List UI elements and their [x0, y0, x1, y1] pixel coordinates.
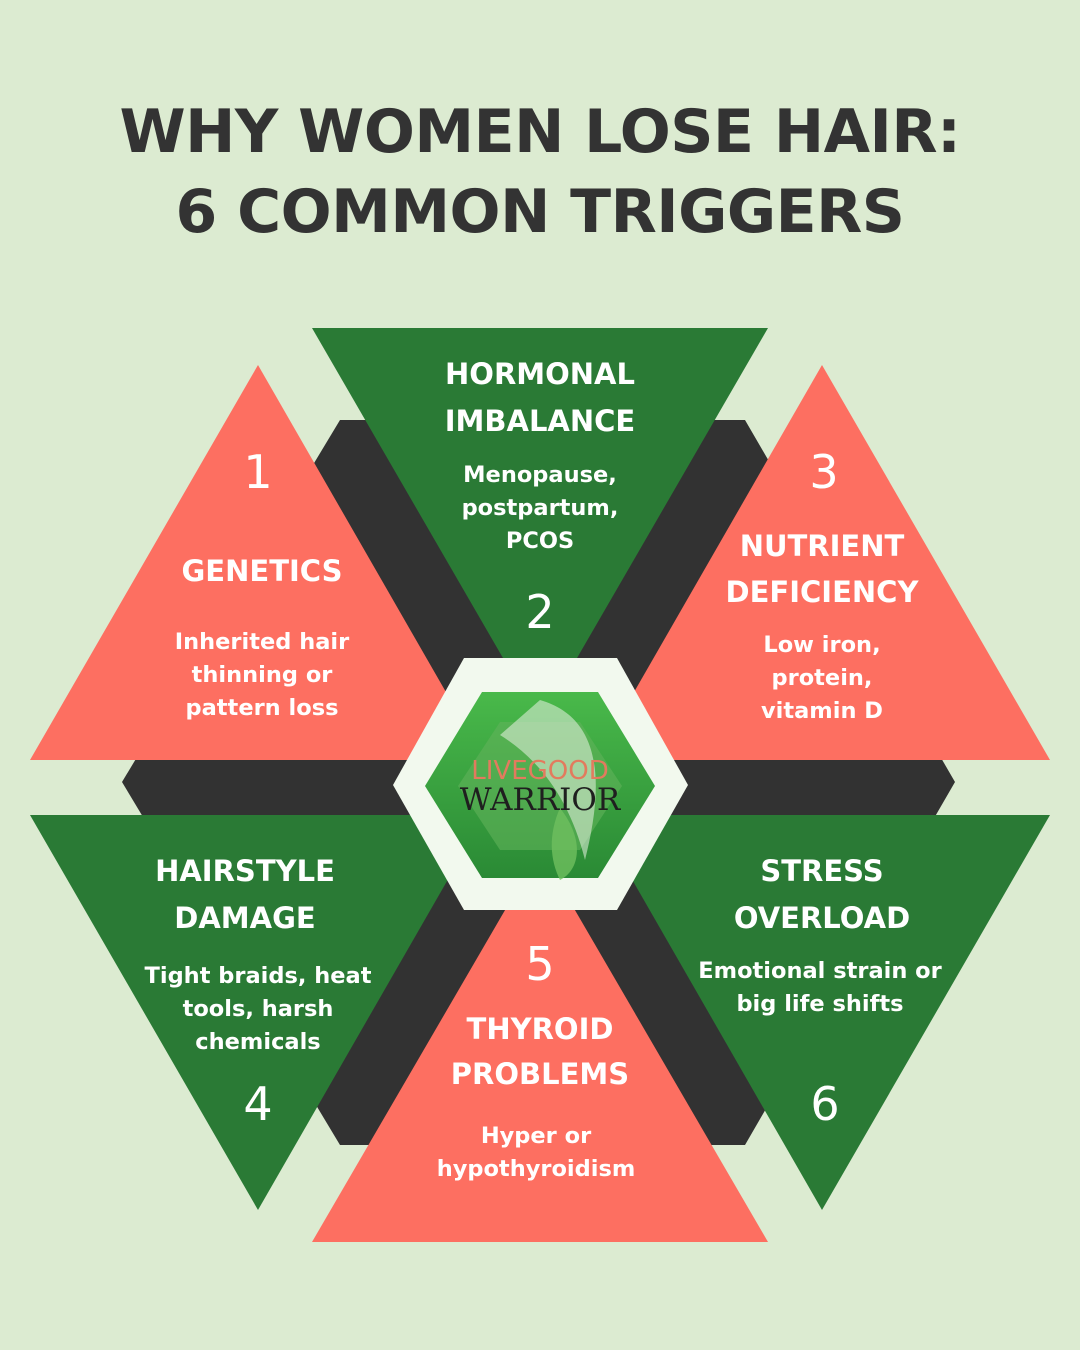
trigger-3-description-line-1: Low iron,: [763, 632, 880, 658]
logo-text-livegood: LIVEGOOD: [471, 756, 608, 786]
triangle-hairstyle-damage: [30, 815, 485, 1210]
triangle-nutrient-deficiency: [595, 365, 1050, 760]
trigger-5-number: 5: [525, 937, 554, 991]
logo-text-warrior: WARRIOR: [460, 782, 622, 818]
trigger-4-description-line-1: Tight braids, heat: [145, 963, 372, 989]
trigger-hormonal-imbalance: HORMONAL IMBALANCE Menopause, postpartum…: [445, 357, 635, 639]
trigger-5-description-line-2: hypothyroidism: [437, 1156, 636, 1182]
trigger-3-heading-line-1: NUTRIENT: [740, 529, 905, 563]
trigger-genetics: 1 GENETICS Inherited hair thinning or pa…: [175, 445, 350, 721]
trigger-hairstyle-damage: HAIRSTYLE DAMAGE Tight braids, heat tool…: [145, 854, 372, 1131]
trigger-4-heading-line-2: DAMAGE: [174, 901, 315, 935]
trigger-2-heading-line-1: HORMONAL: [445, 357, 635, 391]
trigger-2-number: 2: [525, 585, 554, 639]
trigger-1-description-line-1: Inherited hair: [175, 629, 350, 655]
triangle-thyroid-problems: [312, 850, 768, 1242]
trigger-4-description-line-3: chemicals: [195, 1029, 320, 1055]
title-line-2: 6 COMMON TRIGGERS: [175, 177, 905, 247]
leaf-icon: [500, 700, 596, 880]
triangle-hormonal-imbalance: [312, 328, 768, 722]
trigger-thyroid-problems: 5 THYROID PROBLEMS Hyper or hypothyroidi…: [437, 937, 636, 1182]
triangle-stress-overload: [595, 815, 1050, 1210]
trigger-6-description-line-1: Emotional strain or: [698, 958, 942, 984]
trigger-2-description-line-2: postpartum,: [462, 495, 619, 521]
trigger-1-description-line-3: pattern loss: [186, 695, 339, 721]
trigger-2-heading-line-2: IMBALANCE: [445, 404, 635, 438]
trigger-2-description-line-1: Menopause,: [463, 462, 617, 488]
trigger-3-description-line-2: protein,: [772, 665, 873, 691]
trigger-6-heading-line-1: STRESS: [760, 854, 883, 888]
trigger-6-description-line-2: big life shifts: [736, 991, 903, 1017]
trigger-3-number: 3: [809, 445, 838, 499]
trigger-nutrient-deficiency: 3 NUTRIENT DEFICIENCY Low iron, protein,…: [726, 445, 920, 724]
trigger-stress-overload: STRESS OVERLOAD Emotional strain or big …: [698, 854, 942, 1131]
trigger-4-heading-line-1: HAIRSTYLE: [155, 854, 335, 888]
trigger-1-number: 1: [243, 445, 272, 499]
trigger-4-number: 4: [243, 1077, 272, 1131]
trigger-3-description-line-3: vitamin D: [761, 698, 883, 724]
trigger-1-description-line-2: thinning or: [192, 662, 334, 688]
trigger-2-description-line-3: PCOS: [506, 528, 574, 554]
title-line-1: WHY WOMEN LOSE HAIR:: [119, 97, 961, 167]
trigger-5-description-line-1: Hyper or: [481, 1123, 592, 1149]
triangle-genetics: [30, 365, 485, 760]
trigger-5-heading-line-2: PROBLEMS: [451, 1057, 629, 1091]
trigger-1-heading: GENETICS: [182, 554, 343, 588]
trigger-6-number: 6: [810, 1077, 839, 1131]
trigger-4-description-line-2: tools, harsh: [183, 996, 334, 1022]
page-title: WHY WOMEN LOSE HAIR: 6 COMMON TRIGGERS: [0, 92, 1080, 252]
trigger-5-heading-line-1: THYROID: [467, 1012, 614, 1046]
trigger-6-heading-line-2: OVERLOAD: [734, 901, 910, 935]
trigger-3-heading-line-2: DEFICIENCY: [726, 575, 920, 609]
